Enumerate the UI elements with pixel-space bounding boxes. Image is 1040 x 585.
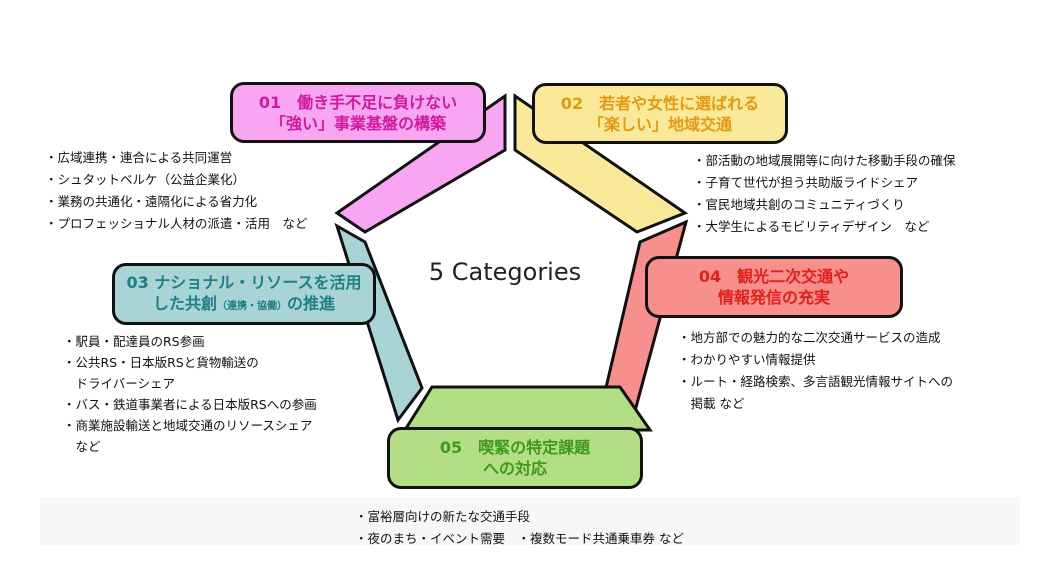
list-item: ・ルート・経路検索、多言語観光情報サイトへの [678, 374, 954, 389]
list-item: ・商業施設輸送と地域交通のリソースシェア [63, 418, 313, 433]
list-item: ・地方部での魅力的な二次交通サービスの造成 [678, 330, 941, 345]
list-item: ・バス・鉄道事業者による日本版RSへの参画 [63, 397, 317, 412]
category-03-title-line2b: （連携・協働） [217, 300, 287, 312]
category-01-title-line2: 「強い」事業基盤の構築 [269, 113, 446, 133]
category-04-box: 04 観光二次交通や 情報発信の充実 [645, 256, 903, 318]
category-05-box: 05 喫緊の特定課題 への対応 [387, 427, 643, 489]
category-04-title-line2: 情報発信の充実 [717, 288, 830, 307]
category-04-title-line1: 04 観光二次交通や [698, 267, 850, 286]
category-03-title-line2c: の推進 [287, 293, 336, 313]
category-05-title-line2: への対応 [482, 459, 547, 478]
category-05-title-line1: 05 喫緊の特定課題 [439, 438, 591, 457]
list-item: ・部活動の地域展開等に向けた移動手段の確保 [693, 153, 956, 168]
category-02-items: ・部活動の地域展開等に向けた移動手段の確保 ・子育て世代が担う共助版ライドシェア… [693, 150, 956, 238]
list-item: ・大学生によるモビリティデザイン など [693, 219, 930, 234]
center-label: 5 Categories [428, 258, 582, 286]
category-03-title-line1: 03 ナショナル・リソースを活用 [126, 272, 362, 292]
list-item: ・シュタットベルケ（公益企業化） [45, 172, 246, 187]
list-item: ドライバーシェア [63, 376, 176, 391]
list-item: ・プロフェッショナル人材の派遣・活用 など [45, 216, 308, 231]
list-item: ・業務の共通化・遠隔化による省力化 [45, 194, 258, 209]
list-item: 掲載 など [678, 396, 745, 411]
category-02-box: 02 若者や女性に選ばれる 「楽しい」地域交通 [532, 83, 788, 144]
list-item: ・わかりやすい情報提供 [678, 352, 816, 367]
category-03-title-line2a: した共創 [152, 293, 217, 313]
list-item: ・子育て世代が担う共助版ライドシェア [693, 175, 919, 190]
category-01-box: 01 働き手不足に負けない 「強い」事業基盤の構築 [230, 82, 486, 143]
category-01-items: ・広域連携・連合による共同運営 ・シュタットベルケ（公益企業化） ・業務の共通化… [45, 147, 308, 235]
list-item: など [63, 439, 101, 454]
list-item: ・公共RS・日本版RSと貨物輸送の [63, 355, 259, 370]
category-02-title-line2: 「楽しい」地域交通 [587, 114, 732, 134]
background-band [40, 497, 1020, 545]
list-item: ・駅員・配達員のRS参画 [63, 334, 205, 349]
list-item: ・夜のまち・イベント需要 ・複数モード共通乗車券 など [355, 531, 684, 546]
list-item: ・広域連携・連合による共同運営 [45, 150, 233, 165]
list-item: ・富裕層向けの新たな交通手段 [355, 509, 531, 524]
category-01-title-line1: 01 働き手不足に負けない [258, 92, 458, 112]
category-03-box: 03 ナショナル・リソースを活用 した共創（連携・協働）の推進 [112, 263, 376, 325]
category-02-title-line1: 02 若者や女性に選ばれる [560, 93, 760, 113]
category-04-items: ・地方部での魅力的な二次交通サービスの造成 ・わかりやすい情報提供 ・ルート・経… [678, 327, 953, 415]
segment-05 [402, 385, 653, 432]
category-05-items: ・富裕層向けの新たな交通手段 ・夜のまち・イベント需要 ・複数モード共通乗車券 … [355, 506, 684, 550]
list-item: ・官民地域共創のコミュニティづくり [693, 197, 905, 212]
category-03-items: ・駅員・配達員のRS参画 ・公共RS・日本版RSと貨物輸送の ドライバーシェア … [63, 331, 317, 457]
